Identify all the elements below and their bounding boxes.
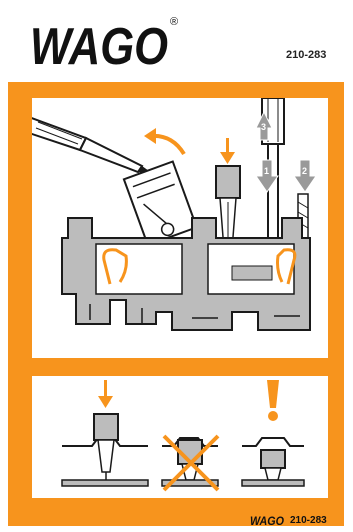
step-label-1: 1 [264, 166, 269, 176]
check-diagram [32, 376, 328, 498]
install-diagram: 3 1 2 [32, 98, 328, 358]
footer-product-code: 210-283 [290, 515, 327, 526]
step-label-2: 2 [302, 166, 307, 176]
registered-mark: ® [170, 16, 178, 28]
figure-wrong [162, 436, 218, 490]
footer-logo-text: WAGO [250, 514, 285, 526]
step-label-3: 3 [261, 122, 266, 132]
exclamation-icon [267, 380, 279, 421]
logo-text: WAGO [30, 18, 168, 72]
footer-wago-logo: WAGO [250, 514, 286, 526]
figure-caution [242, 380, 304, 486]
marker-carrier [124, 162, 197, 246]
product-code: 210-283 [286, 49, 326, 61]
screwdriver-left [32, 116, 156, 176]
wago-logo: WAGO [30, 16, 170, 72]
instruction-sheet: WAGO ® 210-283 [8, 6, 344, 526]
down-arrow-icon [98, 380, 113, 408]
insert-arrow-icon [220, 138, 235, 164]
figure-insert [62, 380, 148, 486]
header: WAGO ® 210-283 [8, 6, 344, 82]
step-arrow-2: 2 [294, 160, 316, 192]
